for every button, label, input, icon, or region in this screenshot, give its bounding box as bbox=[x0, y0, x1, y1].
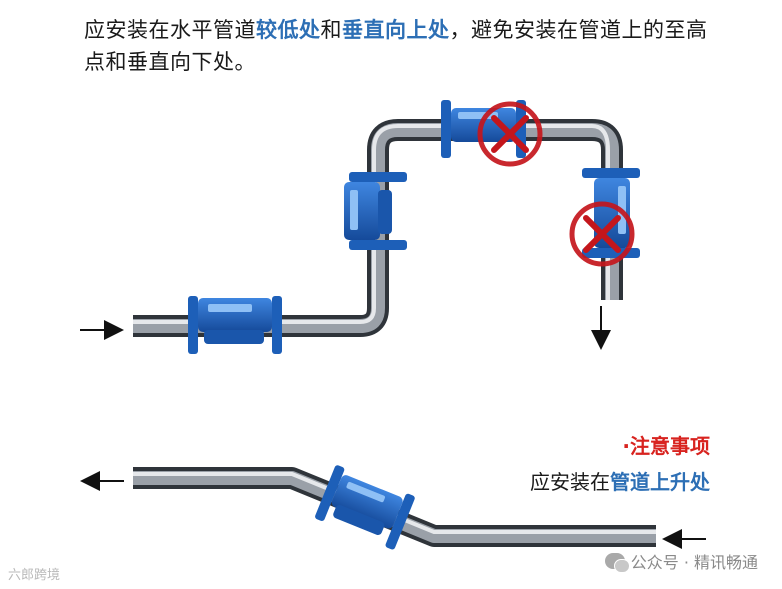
intro-part-2: 和 bbox=[320, 18, 342, 42]
intro-highlight-vertical-up: 垂直向上处 bbox=[342, 18, 450, 42]
note-text-highlight: 管道上升处 bbox=[610, 470, 710, 494]
note-text: 应安装在管道上升处 bbox=[530, 464, 710, 500]
note-box: ·注意事项 应安装在管道上升处 bbox=[530, 428, 710, 500]
intro-highlight-lowpoint: 较低处 bbox=[256, 18, 321, 42]
watermark-right-text: 公众号 · 精讯畅通 bbox=[630, 553, 758, 572]
flow-meter-vertical-up bbox=[344, 172, 407, 250]
watermark-left: 六郎跨境 bbox=[8, 568, 61, 583]
flow-meter-rising-section bbox=[315, 465, 415, 550]
flow-meter-low-horizontal bbox=[188, 296, 282, 354]
wechat-icon bbox=[604, 553, 630, 573]
cross-mark-icon bbox=[477, 101, 543, 167]
intro-part-1: 应安装在水平管道 bbox=[84, 18, 256, 42]
note-text-prefix: 应安装在 bbox=[530, 470, 610, 494]
watermark-right: 公众号 · 精讯畅通 bbox=[604, 549, 758, 573]
upper-pipeline bbox=[133, 119, 623, 337]
intro-part-3: ，避免安装在管道上的至高点和垂直向下处。 bbox=[84, 18, 708, 74]
note-title: ·注意事项 bbox=[622, 434, 710, 458]
cross-mark-icon bbox=[569, 201, 635, 267]
intro-text: 应安装在水平管道较低处和垂直向上处，避免安装在管道上的至高点和垂直向下处。 bbox=[84, 14, 724, 78]
